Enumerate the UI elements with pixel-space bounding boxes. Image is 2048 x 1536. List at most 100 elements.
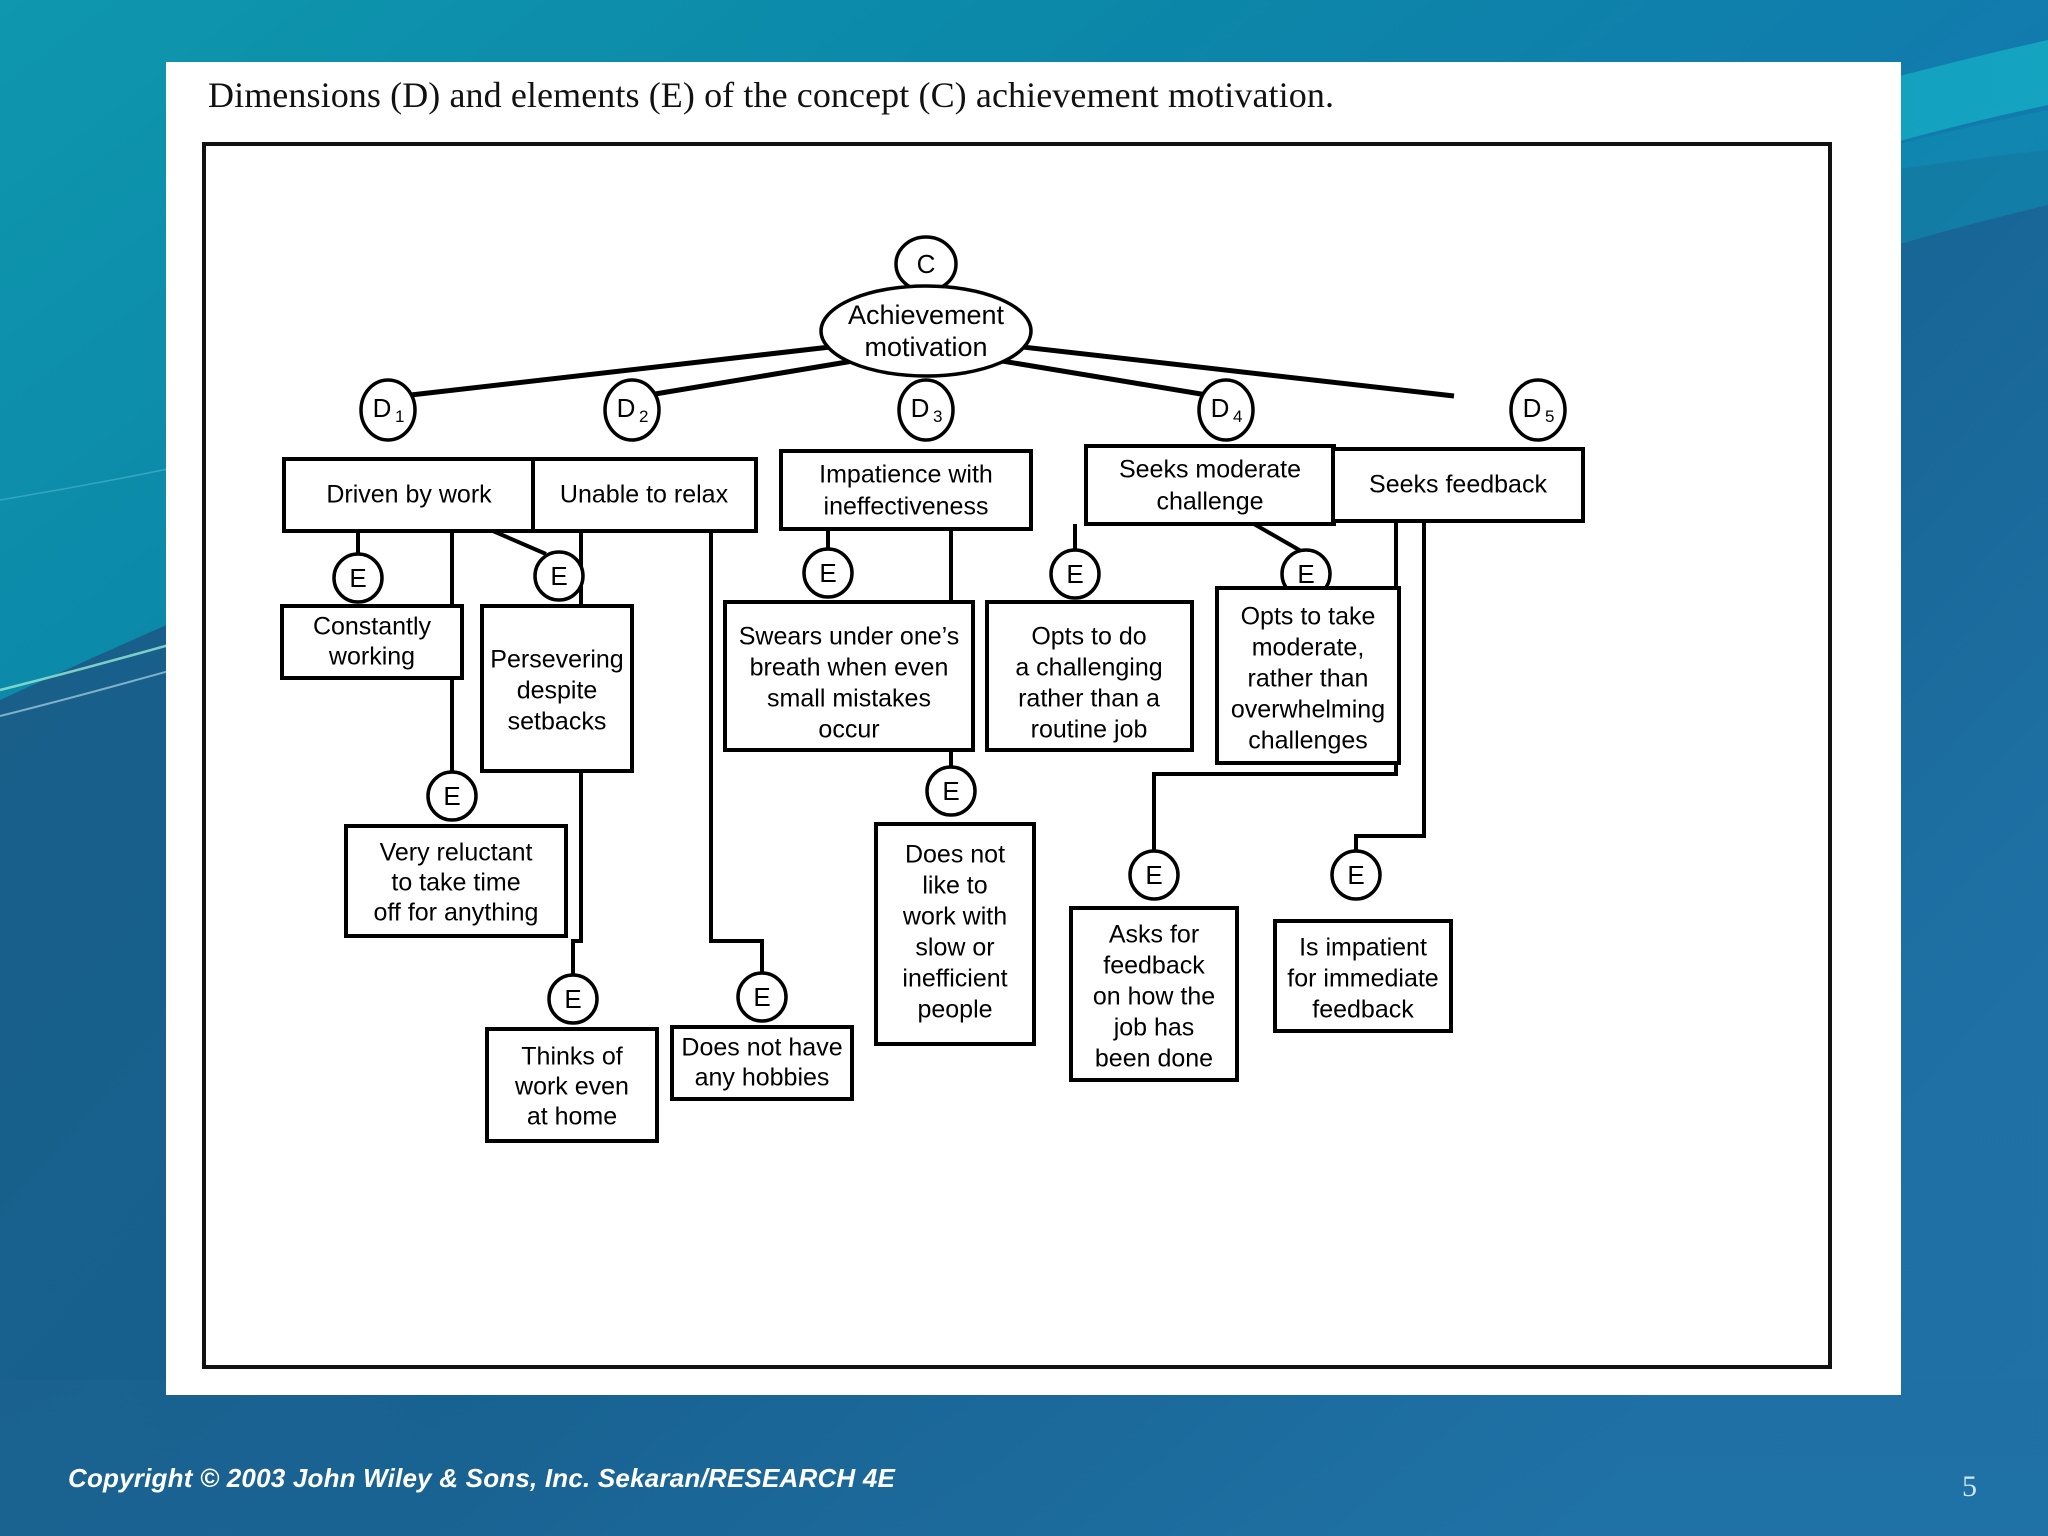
element-box-e5[interactable]: Does not have any hobbies [670,1025,854,1101]
element-tag-label: E [819,558,836,588]
element-tag-label: E [550,561,567,591]
dimension-box-d3[interactable]: Impatience with ineffectiveness [779,449,1033,531]
element-box-e1[interactable]: Constantly working [280,604,464,680]
edges-concept-to-dimensions [401,343,1455,399]
dimension-tag-subscript: 4 [1233,407,1242,426]
page-title: Dimensions (D) and elements (E) of the c… [208,75,1335,115]
element-tag-e2[interactable]: E [533,550,585,602]
element-box-rect [985,600,1194,752]
element-box-rect [670,1025,854,1101]
element-box-rect [874,822,1036,1046]
dimension-tag-d4[interactable]: D 4 [1197,378,1255,442]
dimension-box-label: Unable to relax [560,481,729,509]
element-box-e11[interactable]: Is impatient for immediate feedback [1273,919,1453,1033]
dimension-box-rect [779,449,1033,531]
element-tag-label: E [1347,860,1364,890]
element-box-line-4: routine job [1031,716,1148,744]
element-box-line-1: Persevering [490,646,623,674]
element-tag-circle [1330,849,1382,901]
element-box-e10[interactable]: Asks for feedback on how the job has bee… [1069,906,1239,1082]
dimension-tag-d3[interactable]: D 3 [897,378,955,442]
element-tag-e1[interactable]: E [332,552,384,604]
element-box-line-4: job has [1113,1014,1195,1042]
element-tag-label: E [443,781,460,811]
dimension-box-d4[interactable]: Seeks moderate challenge [1084,444,1336,526]
element-box-e9[interactable]: Opts to take moderate, rather than overw… [1215,586,1401,765]
concept-node[interactable]: C Achievement motivation [819,235,1033,378]
element-box-line-5: been done [1095,1045,1213,1073]
element-box-line-2: for immediate [1287,965,1438,993]
element-box-line-4: overwhelming [1231,696,1385,724]
achievement-motivation-tree-diagram: C Achievement motivation D 1 D 2 [280,235,1585,1143]
element-tag-e7[interactable]: E [925,765,977,817]
element-box-line-2: any hobbies [695,1064,830,1092]
element-box-e6[interactable]: Swears under one’s breath when even smal… [723,600,975,752]
element-box-line-1: Does not have [681,1034,842,1062]
element-tag-circle [426,770,478,822]
element-box-line-4: occur [818,716,879,744]
dimension-box-rect [1084,444,1336,526]
dimension-tag-circle [1197,378,1255,442]
element-box-rect [1215,586,1401,765]
concept-ellipse [819,284,1033,378]
dimension-box-d2[interactable]: Unable to relax [531,457,758,533]
dimension-tag-subscript: 2 [639,407,648,426]
element-box-line-1: Constantly [313,613,432,641]
dimension-tag-subscript: 5 [1545,407,1554,426]
element-box-line-2: feedback [1103,952,1205,980]
dimension-box-label-line2: challenge [1156,488,1263,516]
element-box-line-3: rather than [1248,665,1369,693]
element-box-e4[interactable]: Thinks of work even at home [485,1027,659,1143]
element-tag-e11[interactable]: E [1330,849,1382,901]
element-box-rect [1069,906,1239,1082]
dimension-tag-letter: D [373,393,392,423]
element-tag-circle [925,765,977,817]
element-tag-circle [1128,849,1180,901]
element-box-rect [280,604,464,680]
element-tag-e8[interactable]: E [1049,548,1101,600]
element-box-line-2: like to [922,872,987,900]
element-box-line-3: work with [902,903,1007,931]
element-box-line-3: setbacks [508,708,607,736]
element-tag-e3[interactable]: E [426,770,478,822]
dimension-tag-d1[interactable]: D 1 [359,378,417,442]
element-tag-circle [736,971,788,1023]
dimension-tag-d5[interactable]: D 5 [1509,378,1567,442]
dimension-box-rect [1331,447,1585,523]
element-box-e8[interactable]: Opts to do a challenging rather than a r… [985,600,1194,752]
concept-tag-label: C [917,249,936,279]
figure-frame: C Achievement motivation D 1 D 2 [202,142,1832,1369]
dimension-tag-letter: D [911,393,930,423]
dimension-tag-subscript: 1 [395,407,404,426]
dimension-tag-circle [897,378,955,442]
element-box-line-3: rather than a [1018,685,1160,713]
element-box-line-1: Asks for [1109,921,1199,949]
element-box-rect [344,824,568,938]
element-box-line-2: working [328,643,415,671]
element-tag-label: E [942,776,959,806]
element-box-line-5: inefficient [902,965,1007,993]
dimension-tag-letter: D [617,393,636,423]
element-box-e3[interactable]: Very reluctant to take time off for anyt… [344,824,568,938]
element-tag-e6[interactable]: E [802,547,854,599]
dimension-tag-subscript: 3 [933,407,942,426]
element-tag-label: E [349,563,366,593]
element-box-line-1: Does not [905,841,1005,869]
concept-label-line2: motivation [864,332,987,362]
element-box-line-1: Very reluctant [380,839,533,867]
element-box-line-2: a challenging [1015,654,1162,682]
dimension-box-d1[interactable]: Driven by work [282,457,536,533]
dimension-box-d5[interactable]: Seeks feedback [1331,447,1585,523]
element-box-e2[interactable]: Persevering despite setbacks [480,604,634,773]
element-tag-label: E [564,984,581,1014]
element-tag-e10[interactable]: E [1128,849,1180,901]
element-box-line-1: Thinks of [521,1043,622,1071]
element-tag-e4[interactable]: E [547,973,599,1025]
element-tag-circle [802,547,854,599]
element-tag-label: E [1066,559,1083,589]
element-tag-e5[interactable]: E [736,971,788,1023]
dimension-tag-d2[interactable]: D 2 [603,378,661,442]
element-box-line-3: on how the [1093,983,1215,1011]
element-box-rect [1273,919,1453,1033]
element-box-e7[interactable]: Does not like to work with slow or ineff… [874,822,1036,1046]
